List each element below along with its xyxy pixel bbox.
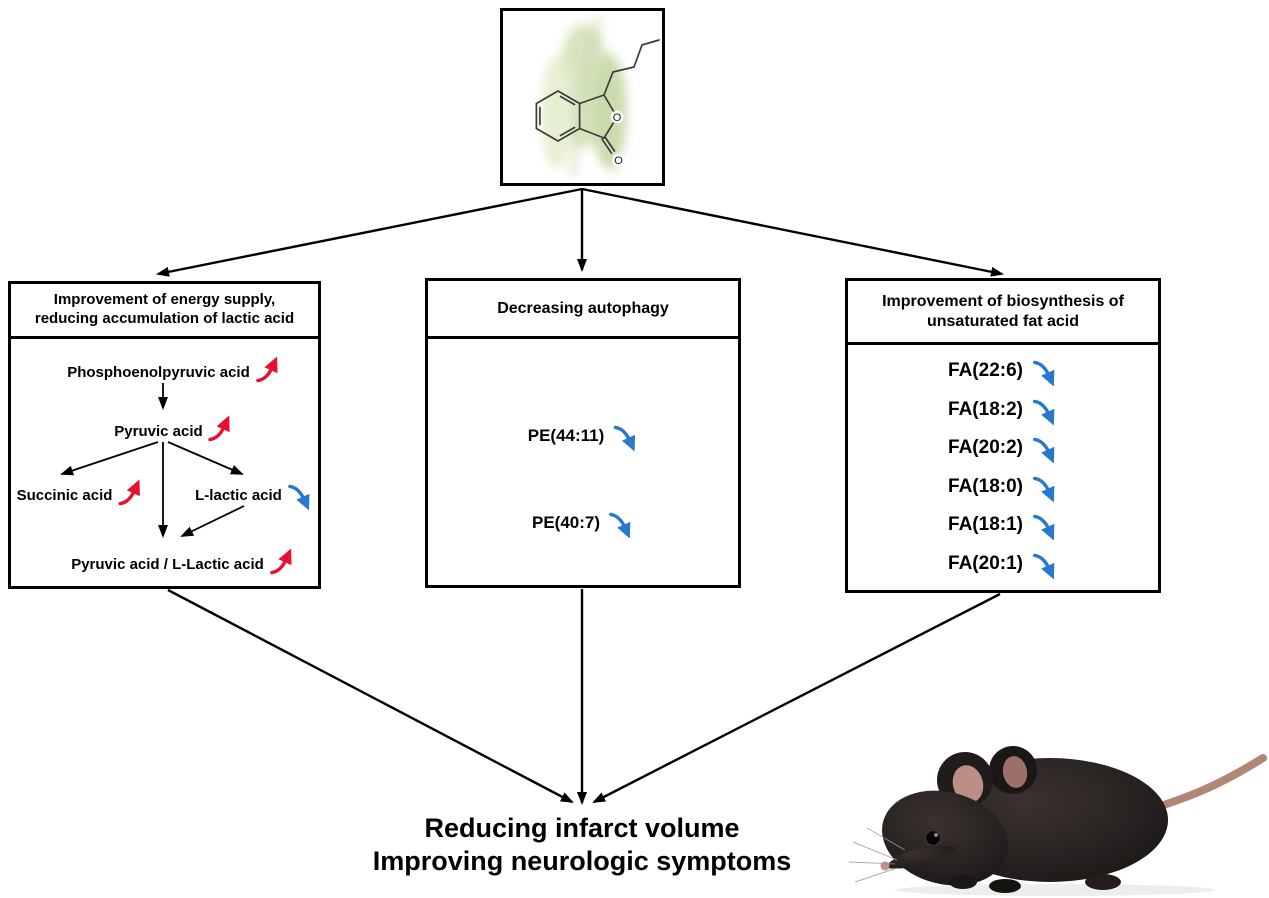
panel-title-line: Improvement of energy supply, — [53, 291, 276, 309]
fatty-acid-row: FA(22:6) — [948, 359, 1058, 387]
increase-arrow-icon — [208, 415, 231, 442]
decrease-arrow-icon — [609, 512, 631, 539]
fatty-acid-row: FA(18:2) — [948, 398, 1058, 426]
conclusion-text: Reducing infarct volume Improving neurol… — [373, 812, 792, 878]
arrow-compound-to-right-panel — [581, 187, 1004, 277]
panel-title-line: Improvement of biosynthesis of — [882, 292, 1124, 310]
decrease-arrow-icon — [287, 484, 310, 511]
butylphthalide-structure-image: O O — [535, 15, 660, 177]
mouse-eye-highlight — [934, 833, 938, 837]
autophagy-panel-title: Decreasing autophagy — [428, 281, 738, 339]
metabolite-node-l-lactic-acid: L-lactic acid — [195, 483, 313, 511]
lipid-label: PE(44:11) — [527, 426, 605, 445]
fatty-acid-label: FA(18:0) — [948, 475, 1023, 497]
lipid-row-pe44: PE(44:11) — [527, 424, 639, 452]
fatty-acid-panel-title: Improvement of biosynthesis of unsaturat… — [848, 281, 1158, 345]
mouse-eye — [924, 829, 942, 847]
decrease-arrow-icon — [1032, 361, 1055, 387]
increase-arrow-icon — [255, 356, 278, 383]
structure-bonds — [535, 39, 660, 155]
fatty-acid-label: FA(18:2) — [948, 398, 1023, 420]
conclusion-line-2: Improving neurologic symptoms — [372, 845, 792, 876]
increase-arrow-icon — [118, 479, 140, 506]
decrease-arrow-icon — [613, 425, 635, 452]
fatty-acid-row: FA(18:0) — [948, 475, 1058, 503]
mouse-nose — [880, 861, 890, 871]
fatty-acid-label: FA(22:6) — [948, 360, 1023, 382]
fatty-acid-list: FA(22:6) FA(18:2) FA(20:2) FA(18:0) FA(1… — [848, 345, 1158, 590]
conclusion-line-1: Reducing infarct volume — [424, 813, 740, 843]
metabolite-label: Succinic acid — [16, 486, 113, 504]
arrow-left-panel-to-conclusion — [167, 588, 574, 804]
lipid-label: PE(40:7) — [531, 513, 601, 532]
lipid-row-pe40: PE(40:7) — [531, 511, 634, 539]
metabolite-node-pyruvic-lactic-ratio: Pyruvic acid / L-Lactic acid — [71, 548, 295, 576]
oxygen-atom-label: O — [613, 112, 622, 124]
arrow-compound-to-left-panel — [156, 187, 583, 277]
panel-title-line: unsaturated fat acid — [926, 312, 1080, 330]
green-plant-backdrop — [541, 15, 627, 177]
mouse-whiskers — [848, 827, 906, 883]
decrease-arrow-icon — [1032, 553, 1055, 580]
metabolite-label: L-lactic acid — [195, 486, 282, 504]
metabolite-label: Phosphoenolpyruvic acid — [67, 363, 250, 381]
mouse-shadow — [895, 884, 1215, 896]
decrease-arrow-icon — [1032, 476, 1055, 503]
compound-structure-box: O O — [500, 8, 665, 186]
metabolite-node-phosphoenolpyruvic-acid: Phosphoenolpyruvic acid — [67, 356, 281, 384]
fatty-acid-label: FA(20:1) — [948, 552, 1023, 574]
fatty-acid-label: FA(20:2) — [948, 437, 1023, 459]
panel-title-line: Decreasing autophagy — [497, 299, 669, 317]
fatty-acid-row: FA(20:2) — [948, 436, 1058, 464]
metabolite-node-pyruvic-acid: Pyruvic acid — [114, 415, 233, 443]
mouse-ear-back-inner — [1002, 756, 1028, 788]
fatty-acid-row: FA(18:1) — [948, 513, 1058, 541]
increase-arrow-icon — [269, 548, 292, 575]
mouse-snout — [883, 845, 957, 869]
decrease-arrow-icon — [1032, 399, 1055, 426]
mouse-paw — [989, 879, 1021, 893]
structure-atom-labels: O O — [610, 110, 625, 167]
fatty-acid-row: FA(20:1) — [948, 552, 1058, 580]
metabolite-node-succinic-acid: Succinic acid — [16, 479, 144, 507]
decrease-arrow-icon — [1032, 437, 1055, 464]
autophagy-panel: Decreasing autophagy PE(44:11) PE(40:7) — [425, 278, 741, 588]
decrease-arrow-icon — [1032, 514, 1055, 541]
metabolite-label: Pyruvic acid — [114, 422, 203, 440]
mouse-hind-foot — [1085, 874, 1121, 890]
metabolite-label: Pyruvic acid / L-Lactic acid — [71, 555, 264, 573]
fatty-acid-label: FA(18:1) — [948, 514, 1023, 536]
oxygen-atom-label: O — [614, 155, 623, 167]
fatty-acid-panel: Improvement of biosynthesis of unsaturat… — [845, 278, 1161, 593]
energy-supply-panel-title: Improvement of energy supply, reducing a… — [11, 284, 318, 339]
panel-title-line: reducing accumulation of lactic acid — [34, 310, 295, 327]
mouse-front-paw — [949, 875, 977, 889]
mouse-photo — [845, 700, 1269, 898]
energy-supply-panel: Improvement of energy supply, reducing a… — [8, 281, 321, 589]
